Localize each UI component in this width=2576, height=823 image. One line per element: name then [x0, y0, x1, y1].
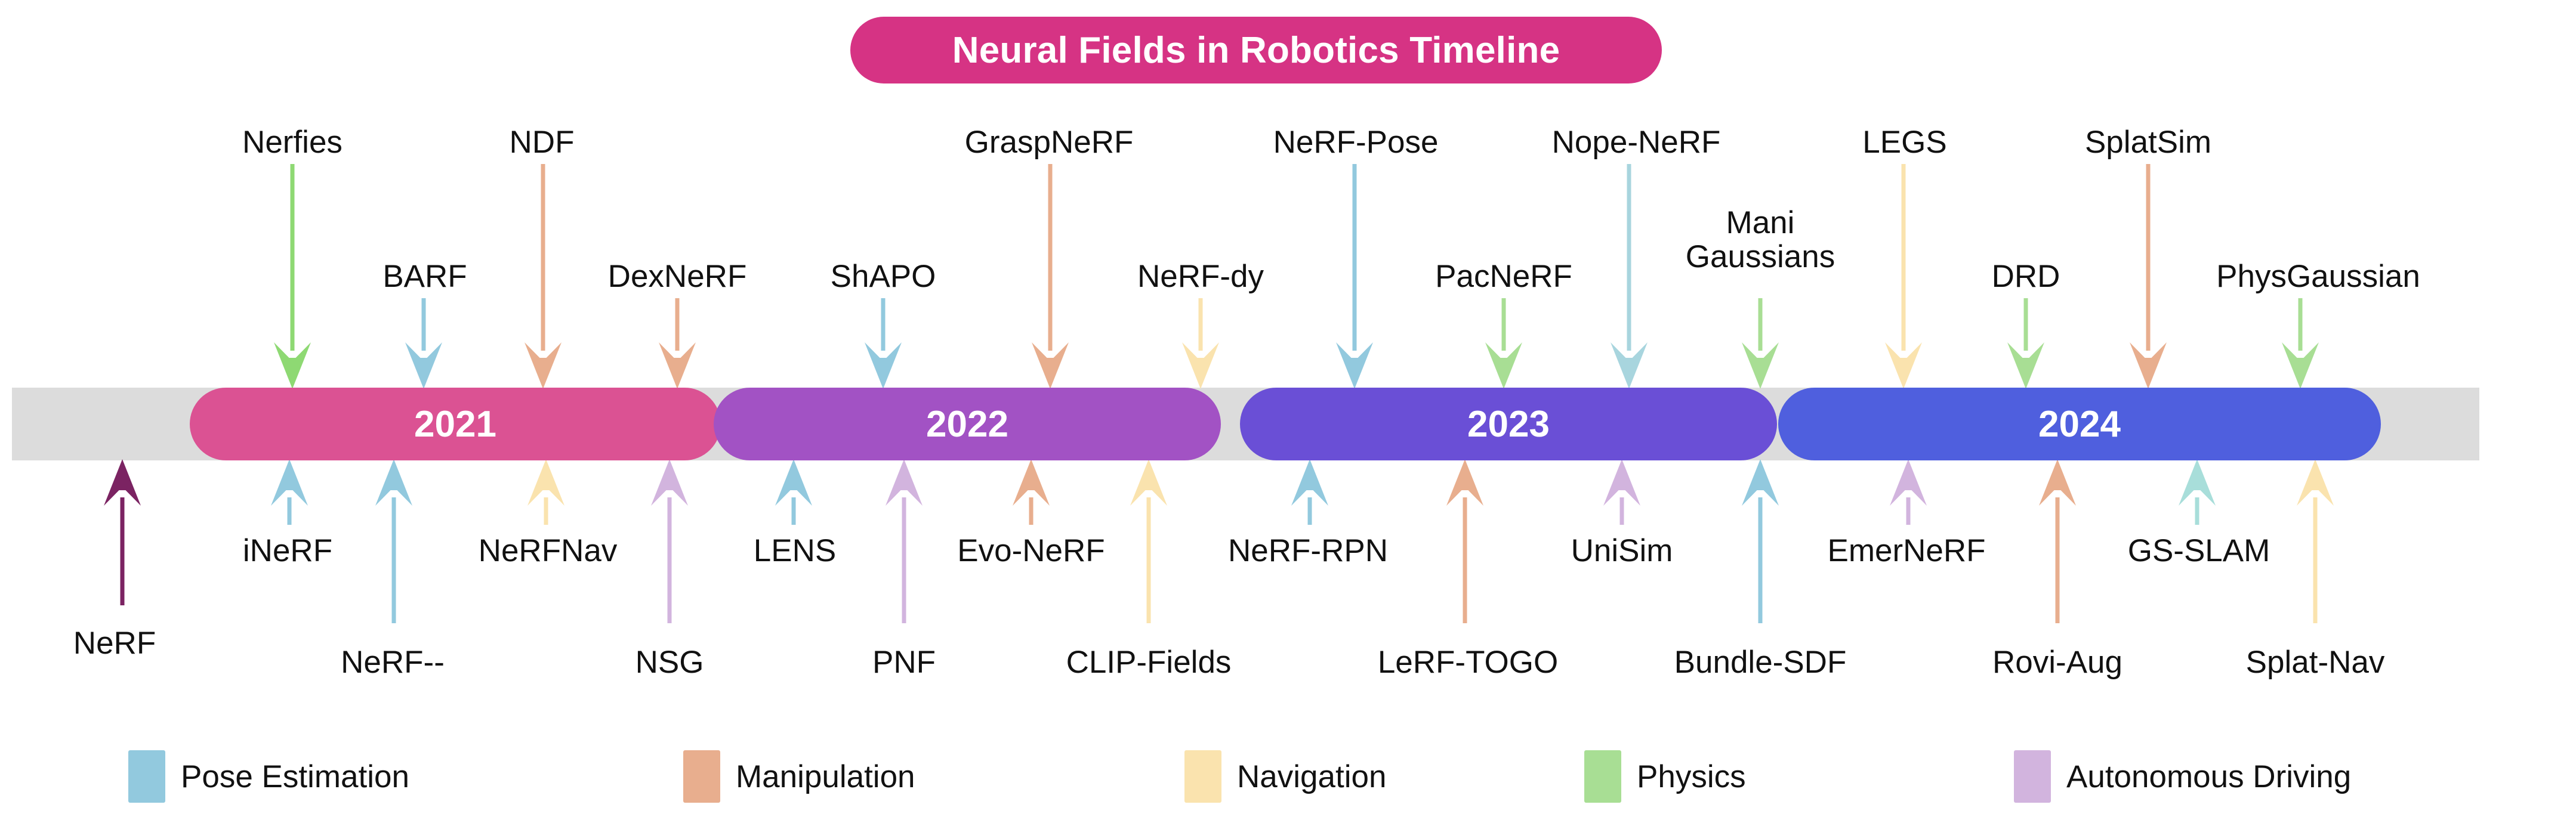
entry-label-graspnerf: GraspNeRF: [964, 125, 1134, 160]
legend-swatch-pose: [128, 750, 165, 803]
arrow-up-bundle-sdf: [1742, 459, 1779, 623]
legend: Pose Estimation Manipulation Navigation Phy…: [0, 750, 2576, 805]
legend-item-driving: Autonomous Driving: [2014, 750, 2351, 803]
title-badge: Neural Fields in Robotics Timeline: [850, 17, 1662, 83]
entry-label-nerfies: Nerfies: [242, 125, 343, 160]
arrow-down-mani-gaussians: [1742, 298, 1779, 389]
entry-label-drd: DRD: [1991, 259, 2060, 294]
arrow-down-drd: [2007, 298, 2044, 389]
legend-item-nav: Navigation: [1184, 750, 1386, 803]
entry-label-clip-fields: CLIP-Fields: [1066, 645, 1232, 680]
entry-label-unisim: UniSim: [1571, 533, 1673, 568]
page-title: Neural Fields in Robotics Timeline: [952, 29, 1560, 71]
entry-label-physgaussian: PhysGaussian: [2216, 259, 2420, 294]
year-label: 2024: [2038, 403, 2121, 445]
legend-label-physics: Physics: [1637, 759, 1746, 794]
arrow-up-inerf: [271, 459, 308, 525]
arrow-down-pacnerf: [1485, 298, 1522, 389]
arrow-up-rovi-aug: [2039, 459, 2076, 623]
entry-label-nerf: NeRF: [73, 626, 156, 661]
legend-label-manip: Manipulation: [736, 759, 915, 794]
arrow-up-lerf-togo: [1446, 459, 1483, 623]
entry-label-lerf-togo: LeRF-TOGO: [1377, 645, 1559, 680]
arrow-up-nsg: [651, 459, 688, 623]
entry-label-ndf: NDF: [509, 125, 575, 160]
year-label: 2022: [926, 403, 1008, 445]
entry-label-nerfnav: NeRFNav: [478, 533, 618, 568]
legend-swatch-physics: [1584, 750, 1621, 803]
legend-label-nav: Navigation: [1237, 759, 1387, 794]
legend-swatch-manip: [683, 750, 720, 803]
arrow-up-unisim: [1603, 459, 1640, 525]
entry-label-inerf: iNeRF: [242, 533, 333, 568]
arrow-up-splat-nav: [2297, 459, 2334, 623]
legend-label-driving: Autonomous Driving: [2066, 759, 2352, 794]
arrow-down-nerfies: [274, 164, 311, 389]
arrow-down-nerf-dy: [1182, 298, 1219, 389]
arrow-up-lens: [775, 459, 812, 525]
entry-label-nerf-dy: NeRF-dy: [1137, 259, 1264, 294]
legend-item-physics: Physics: [1584, 750, 1746, 803]
arrow-up-gs-slam: [2179, 459, 2216, 525]
arrow-up-evo-nerf: [1013, 459, 1050, 525]
arrow-down-dexnerf: [659, 298, 696, 389]
arrow-up-nerf: [375, 459, 412, 623]
entry-label-pacnerf: PacNeRF: [1435, 259, 1572, 294]
entry-label-nerf-pose: NeRF-Pose: [1273, 125, 1439, 160]
entry-label-bundle-sdf: Bundle-SDF: [1674, 645, 1847, 680]
entry-label-nope-nerf: Nope-NeRF: [1551, 125, 1721, 160]
arrow-down-ndf: [525, 164, 562, 389]
entry-label-pnf: PNF: [872, 645, 936, 680]
year-label: 2023: [1467, 403, 1550, 445]
entry-label-barf: BARF: [382, 259, 467, 294]
entry-label-gs-slam: GS-SLAM: [2127, 533, 2270, 568]
arrow-up-clip-fields: [1130, 459, 1167, 623]
arrow-down-nope-nerf: [1611, 164, 1648, 389]
entry-label-emernerf: EmerNeRF: [1827, 533, 1986, 568]
arrow-down-splatsim: [2130, 164, 2167, 389]
year-segment-2022: 2022: [714, 388, 1221, 460]
arrow-down-barf: [405, 298, 442, 389]
entry-label-shapo: ShAPO: [830, 259, 936, 294]
legend-swatch-driving: [2014, 750, 2051, 803]
entry-label-nerf-rpn: NeRF-RPN: [1228, 533, 1388, 568]
entry-label-nsg: NSG: [635, 645, 704, 680]
arrow-down-graspnerf: [1032, 164, 1069, 389]
year-segment-2021: 2021: [190, 388, 721, 460]
legend-swatch-nav: [1184, 750, 1221, 803]
entry-label-mani-gaussians: Mani Gaussians: [1685, 205, 1835, 275]
year-segment-2023: 2023: [1240, 388, 1777, 460]
entry-label-lens: LENS: [753, 533, 837, 568]
year-segment-2024: 2024: [1778, 388, 2381, 460]
arrow-down-legs: [1885, 164, 1922, 389]
arrow-up-nerf: [104, 459, 141, 605]
legend-item-manip: Manipulation: [683, 750, 915, 803]
legend-item-pose: Pose Estimation: [128, 750, 409, 803]
arrow-up-pnf: [886, 459, 923, 623]
arrow-up-emernerf: [1890, 459, 1927, 525]
entry-label-rovi-aug: Rovi-Aug: [1992, 645, 2122, 680]
entry-label-splat-nav: Splat-Nav: [2245, 645, 2385, 680]
year-label: 2021: [414, 403, 496, 445]
arrow-down-shapo: [865, 298, 902, 389]
arrow-down-physgaussian: [2282, 298, 2319, 389]
arrow-up-nerfnav: [527, 459, 564, 525]
arrow-up-nerf-rpn: [1291, 459, 1328, 525]
arrow-down-nerf-pose: [1336, 164, 1373, 389]
entry-label-dexnerf: DexNeRF: [607, 259, 747, 294]
entry-label-splatsim: SplatSim: [2084, 125, 2212, 160]
entry-label-evo-nerf: Evo-NeRF: [957, 533, 1105, 568]
entry-label-legs: LEGS: [1862, 125, 1947, 160]
entry-label-nerf: NeRF--: [341, 645, 445, 680]
legend-label-pose: Pose Estimation: [181, 759, 409, 794]
